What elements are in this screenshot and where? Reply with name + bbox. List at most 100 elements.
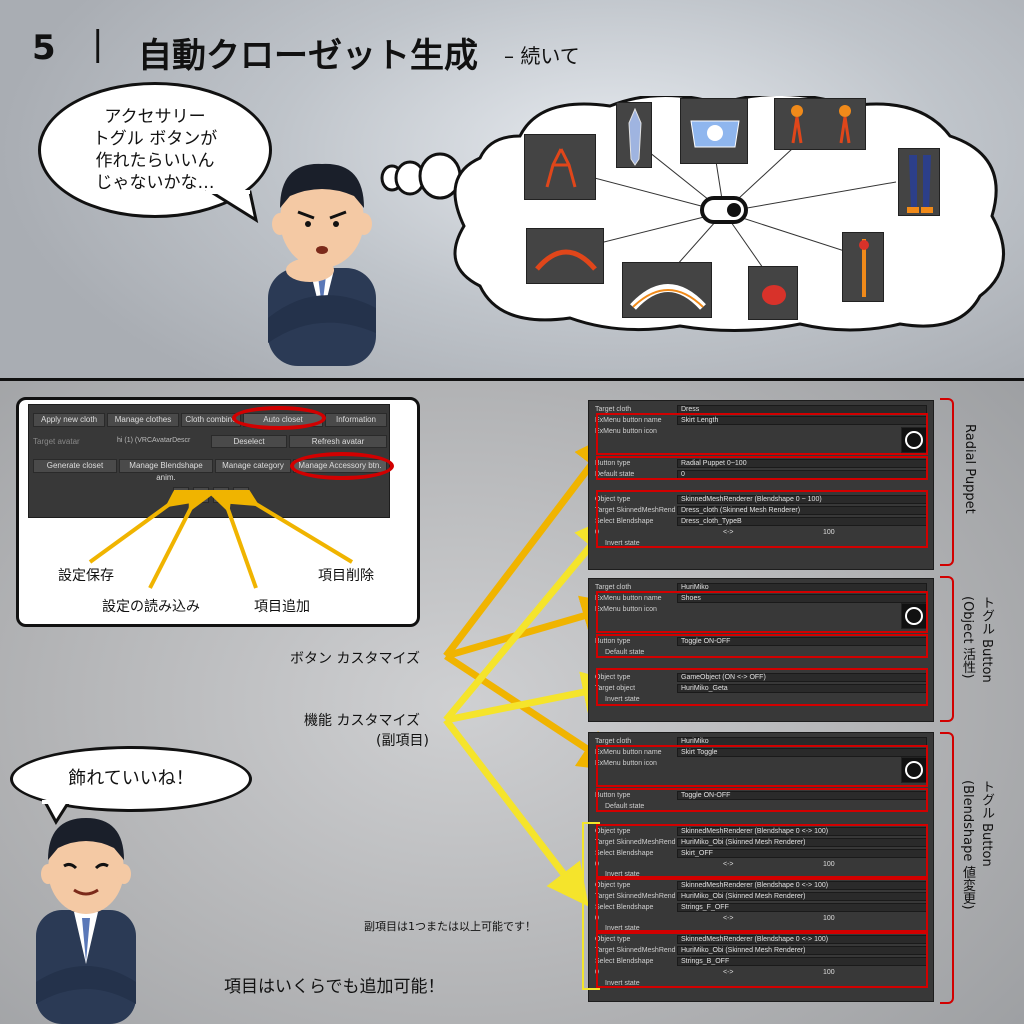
load-settings-label: 設定の読み込み <box>102 599 200 615</box>
select-blendshape-label: Select Blendshape <box>595 850 654 857</box>
save-settings-label: 設定保存 <box>58 568 114 584</box>
exmenu-name-label: ExMenu button name <box>595 749 662 756</box>
speech-tail <box>42 800 72 825</box>
highlight-sub-item-3 <box>596 932 928 988</box>
accessory-thumbnail <box>748 266 798 320</box>
thought-line: じゃないかな… <box>95 173 215 193</box>
thought-line: 作れたらいいん <box>95 151 215 171</box>
invert-state-checkbox[interactable]: Invert state <box>605 540 640 547</box>
highlight-accessory-btn <box>290 452 394 480</box>
information-button[interactable]: Information <box>325 413 387 427</box>
manage-category-button[interactable]: Manage category <box>215 459 291 473</box>
highlight-button-type <box>596 788 928 812</box>
button-type-label: Button type <box>595 792 631 799</box>
radial-puppet-label: Radial Puppet <box>962 424 977 514</box>
object-type-label: Object type <box>595 496 631 503</box>
button-customize-label: ボタン カスタマイズ <box>290 651 421 667</box>
highlight-name-icon <box>596 413 928 455</box>
toggle-blendshape-label: トグル Button (Blendshape 値変更) <box>960 780 994 910</box>
toggle-icon[interactable] <box>901 757 927 783</box>
highlight-sub-item-2 <box>596 878 928 932</box>
accessory-thumbnail <box>524 134 596 200</box>
range-separator: <-> <box>723 915 734 922</box>
range-separator: <-> <box>723 861 734 868</box>
deselect-button[interactable]: Deselect <box>211 435 287 448</box>
target-cloth-label: Target cloth <box>595 584 632 591</box>
bubble-tail <box>205 190 259 224</box>
invert-state-checkbox[interactable]: Invert state <box>605 980 640 987</box>
range-separator: <-> <box>723 969 734 976</box>
manage-blendshape-button[interactable]: Manage Blendshape anim. <box>119 459 213 482</box>
exmenu-icon-label: ExMenu button icon <box>595 760 657 767</box>
button-type-label: Button type <box>595 460 631 467</box>
bracket-toggle-object <box>940 576 954 722</box>
smiling-man-illustration <box>36 818 136 1024</box>
toolbar-arrows <box>88 490 354 589</box>
target-avatar-label: Target avatar <box>33 437 80 446</box>
highlight-function <box>596 490 928 548</box>
highlight-function <box>596 668 928 706</box>
exmenu-icon-label: ExMenu button icon <box>595 606 657 613</box>
add-item-label: 項目追加 <box>254 599 310 615</box>
accessory-thumbnail <box>622 262 712 318</box>
target-avatar-field[interactable]: hi (1) (VRCAvatarDescr <box>117 437 191 444</box>
default-state-checkbox[interactable]: Default state <box>605 803 645 810</box>
manage-clothes-button[interactable]: Manage clothes <box>107 413 179 427</box>
button-type-label: Button type <box>595 638 631 645</box>
thinking-man-illustration <box>268 163 376 366</box>
accessory-thumbnail <box>616 102 652 168</box>
accessory-thumbnail <box>680 98 748 164</box>
apply-new-cloth-button[interactable]: Apply new cloth <box>33 413 105 427</box>
select-blendshape-label: Select Blendshape <box>595 904 654 911</box>
refresh-avatar-button[interactable]: Refresh avatar <box>289 435 387 448</box>
function-customize-sub: (副項目) <box>376 733 429 749</box>
section-divider <box>0 378 1024 381</box>
exmenu-name-label: ExMenu button name <box>595 417 662 424</box>
select-blendshape-label: Select Blendshape <box>595 518 654 525</box>
page-title: 自動クローゼット生成 <box>138 36 478 76</box>
thought-line: トグル ボタンが <box>92 129 218 149</box>
highlight-auto-closet <box>232 406 326 430</box>
default-state-checkbox[interactable]: Default state <box>605 649 645 656</box>
range-to[interactable]: 100 <box>823 529 835 536</box>
section-number: 5 <box>32 28 56 68</box>
invert-state-checkbox[interactable]: Invert state <box>605 696 640 703</box>
radial-icon[interactable] <box>901 427 927 453</box>
highlight-sub-items <box>582 822 600 990</box>
accessory-thumbnail <box>898 148 940 216</box>
thought-line: アクセサリー <box>104 107 206 127</box>
toggle-object-label: トグル Button (Object 活性) <box>960 596 994 683</box>
highlight-button-type <box>596 456 928 480</box>
toggle-icon[interactable] <box>901 603 927 629</box>
delete-item-label: 項目削除 <box>318 568 374 584</box>
select-blendshape-label: Select Blendshape <box>595 958 654 965</box>
invert-state-checkbox[interactable]: Invert state <box>605 925 640 932</box>
object-type-label: Object type <box>595 674 631 681</box>
accessory-thumbnail <box>842 232 884 302</box>
invert-state-checkbox[interactable]: Invert state <box>605 871 640 878</box>
target-cloth-label: Target cloth <box>595 406 632 413</box>
target-cloth-label: Target cloth <box>595 738 632 745</box>
object-type-label: Object type <box>595 828 631 835</box>
exmenu-icon-label: ExMenu button icon <box>595 428 657 435</box>
target-object-label: Target object <box>595 685 636 692</box>
callout-arrows <box>443 431 606 907</box>
target-smr-label: Target SkinnedMeshRend <box>595 893 676 900</box>
range-to[interactable]: 100 <box>823 969 835 976</box>
sub-items-note: 副項目は1つまたは以上可能です！ <box>364 920 536 933</box>
thought-bubble: アクセサリー トグル ボタンが 作れたらいいん じゃないかな… <box>38 82 272 218</box>
range-to[interactable]: 100 <box>823 915 835 922</box>
target-smr-label: Target SkinnedMeshRend <box>595 947 676 954</box>
object-type-label: Object type <box>595 936 631 943</box>
bracket-radial <box>940 398 954 566</box>
range-to[interactable]: 100 <box>823 861 835 868</box>
generate-closet-button[interactable]: Generate closet <box>33 459 117 473</box>
highlight-button-type <box>596 634 928 658</box>
title-separator: | <box>92 24 104 64</box>
target-smr-label: Target SkinnedMeshRend <box>595 839 676 846</box>
add-items-note: 項目はいくらでも追加可能！ <box>224 977 445 997</box>
exmenu-name-label: ExMenu button name <box>595 595 662 602</box>
target-smr-label: Target SkinnedMeshRend <box>595 507 676 514</box>
